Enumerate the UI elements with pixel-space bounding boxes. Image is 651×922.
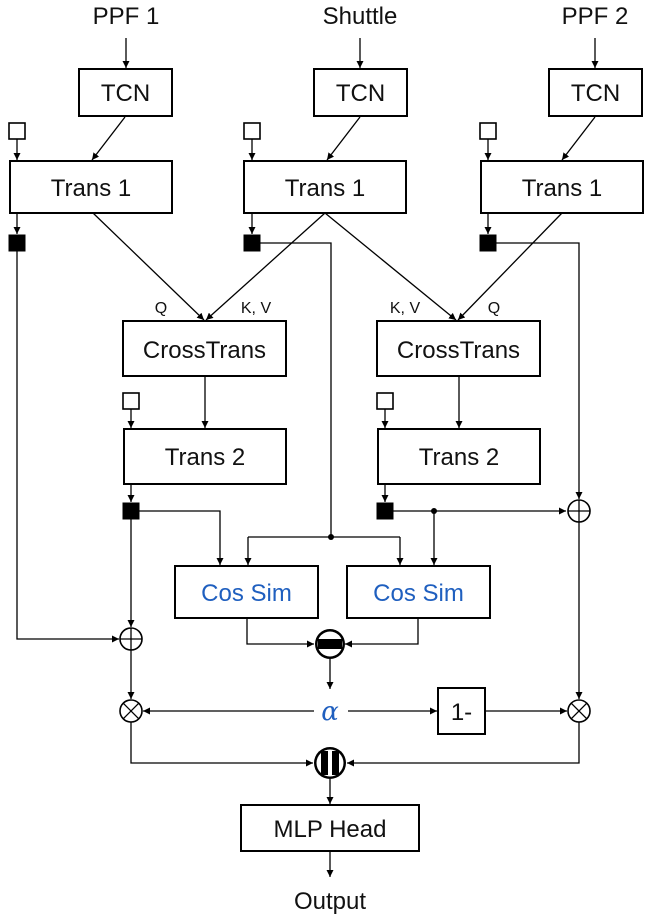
trans2-label-left: Trans 2: [165, 444, 245, 471]
token-square-trans1-left: [8, 122, 26, 140]
cos-sim-box-right: Cos Sim: [346, 565, 491, 619]
cls-square-trans2-left: [122, 502, 140, 520]
token-square-trans1-center: [243, 122, 261, 140]
tcn-box-right: TCN: [548, 68, 643, 117]
token-square-trans1-right: [479, 122, 497, 140]
one-minus-box: 1-: [437, 687, 486, 735]
cls-square-trans1-left: [8, 234, 26, 252]
trans1-label-right: Trans 1: [522, 175, 602, 202]
cos-sim-label-right: Cos Sim: [373, 580, 464, 607]
cos-sim-box-left: Cos Sim: [174, 565, 319, 619]
arrow-trans1-right-to-plus-right: [496, 242, 583, 499]
kv-label-left: K, V: [241, 300, 272, 317]
arrow-multiply-left-to-concat: [130, 722, 313, 767]
cls-square-trans2-right: [376, 502, 394, 520]
arrow-multiply-right-to-concat: [347, 722, 580, 767]
input-label-ppf2: PPF 2: [562, 3, 629, 30]
arrow-trans1-center-to-crosstrans-right-kv: [324, 212, 457, 321]
trans1-label-center: Trans 1: [285, 175, 365, 202]
trans2-label-right: Trans 2: [419, 444, 499, 471]
crosstrans-box-left: CrossTrans: [122, 320, 287, 377]
trans1-box-right: Trans 1: [480, 160, 644, 214]
crosstrans-label-right: CrossTrans: [397, 337, 520, 364]
crosstrans-box-right: CrossTrans: [376, 320, 541, 377]
kv-label-right: K, V: [390, 300, 421, 317]
tcn-label-center: TCN: [336, 80, 385, 107]
crosstrans-label-left: CrossTrans: [143, 337, 266, 364]
trans1-label-left: Trans 1: [51, 175, 131, 202]
token-square-trans2-left: [122, 392, 140, 410]
tcn-label-left: TCN: [101, 80, 150, 107]
multiply-op-left: [119, 699, 143, 723]
concat-op: [314, 747, 346, 779]
cls-square-trans1-right: [479, 234, 497, 252]
arrow-trans2-left-to-cos-sim-left: [139, 510, 224, 565]
arrow-tcn-left-to-trans1: [91, 116, 126, 161]
mlp-head-label: MLP Head: [274, 816, 387, 843]
subtract-op: [315, 629, 345, 659]
input-label-ppf1: PPF 1: [93, 3, 160, 30]
trans1-box-left: Trans 1: [9, 160, 173, 214]
add-op-right: [567, 499, 591, 523]
tcn-box-left: TCN: [78, 68, 173, 117]
arrow-trans1-right-to-crosstrans-right-q: [457, 212, 563, 321]
add-op-left: [119, 627, 143, 651]
multiply-op-right: [567, 699, 591, 723]
tcn-box-center: TCN: [313, 68, 408, 117]
q-label-left: Q: [155, 300, 167, 317]
trans2-box-right: Trans 2: [377, 428, 541, 485]
arrow-tcn-right-to-trans1: [561, 116, 596, 161]
arrow-trans1-center-to-crosstrans-left-kv: [205, 212, 326, 321]
arrow-trans1-left-to-crosstrans-left-q: [92, 212, 205, 321]
mlp-head-box: MLP Head: [240, 804, 420, 852]
arrow-cos-sim-right-to-minus: [345, 618, 419, 648]
q-label-right: Q: [488, 300, 500, 317]
input-label-shuttle: Shuttle: [323, 3, 398, 30]
alpha-label: α: [321, 697, 339, 727]
tcn-label-right: TCN: [571, 80, 620, 107]
arrow-tcn-center-to-trans1: [326, 116, 361, 161]
line-trans1-center-down: [260, 242, 332, 537]
junction-dot-center: [328, 534, 334, 540]
token-square-trans2-right: [376, 392, 394, 410]
output-label: Output: [294, 888, 366, 915]
trans2-box-left: Trans 2: [123, 428, 287, 485]
arrow-cos-sim-left-to-minus: [246, 618, 314, 648]
arrow-trans1-left-to-plus-left: [16, 251, 119, 643]
cos-sim-label-left: Cos Sim: [201, 580, 292, 607]
one-minus-label: 1-: [451, 699, 472, 726]
cls-square-trans1-center: [243, 234, 261, 252]
trans1-box-center: Trans 1: [243, 160, 407, 214]
